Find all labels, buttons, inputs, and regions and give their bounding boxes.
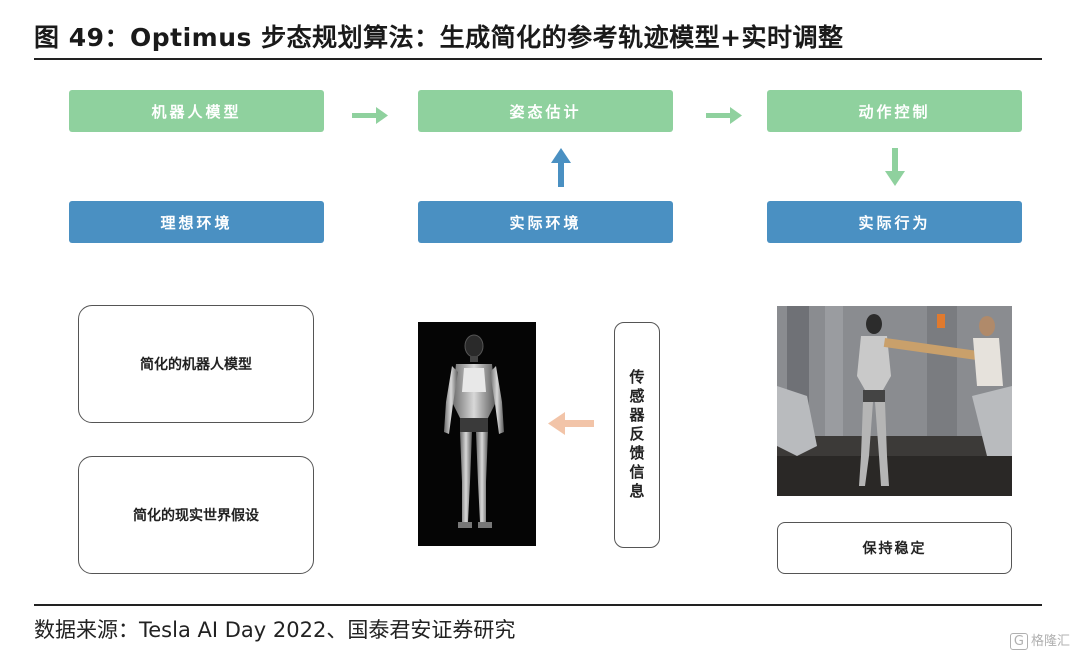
arrow-up-icon bbox=[551, 148, 571, 187]
sensor-feedback-box: 传感器反馈信息 bbox=[614, 322, 660, 548]
flow-box-ideal-environment: 理想环境 bbox=[69, 201, 324, 243]
figure-title: 图 49：Optimus 步态规划算法：生成简化的参考轨迹模型+实时调整 bbox=[34, 23, 844, 52]
source-divider bbox=[34, 604, 1042, 606]
flow-box-motion-control: 动作控制 bbox=[767, 90, 1022, 132]
watermark-text: 格隆汇 bbox=[1030, 634, 1070, 649]
robot-demo-scene bbox=[777, 306, 1012, 496]
flow-box-robot-model: 机器人模型 bbox=[69, 90, 324, 132]
simplified-world-assumption-box: 简化的现实世界假设 bbox=[78, 456, 314, 574]
watermark-logo-icon: G bbox=[1009, 633, 1028, 650]
flow-box-pose-estimation: 姿态估计 bbox=[418, 90, 673, 132]
arrow-left-icon bbox=[548, 412, 594, 435]
title-divider bbox=[34, 58, 1042, 60]
flow-box-actual-behavior: 实际行为 bbox=[767, 201, 1022, 243]
maintain-stability-box: 保持稳定 bbox=[777, 522, 1012, 574]
arrow-right-icon bbox=[352, 107, 388, 124]
sensor-feedback-label: 传感器反馈信息 bbox=[627, 368, 646, 502]
flow-box-real-environment: 实际环境 bbox=[418, 201, 673, 243]
robot-render-image bbox=[418, 322, 536, 546]
robot-demo-photo bbox=[777, 306, 1012, 496]
arrow-down-icon bbox=[885, 148, 905, 186]
arrow-right-icon bbox=[706, 107, 742, 124]
simplified-robot-model-box: 简化的机器人模型 bbox=[78, 305, 314, 423]
robot-render-figure bbox=[444, 334, 504, 528]
source-note: 数据来源：Tesla AI Day 2022、国泰君安证券研究 bbox=[34, 618, 516, 642]
